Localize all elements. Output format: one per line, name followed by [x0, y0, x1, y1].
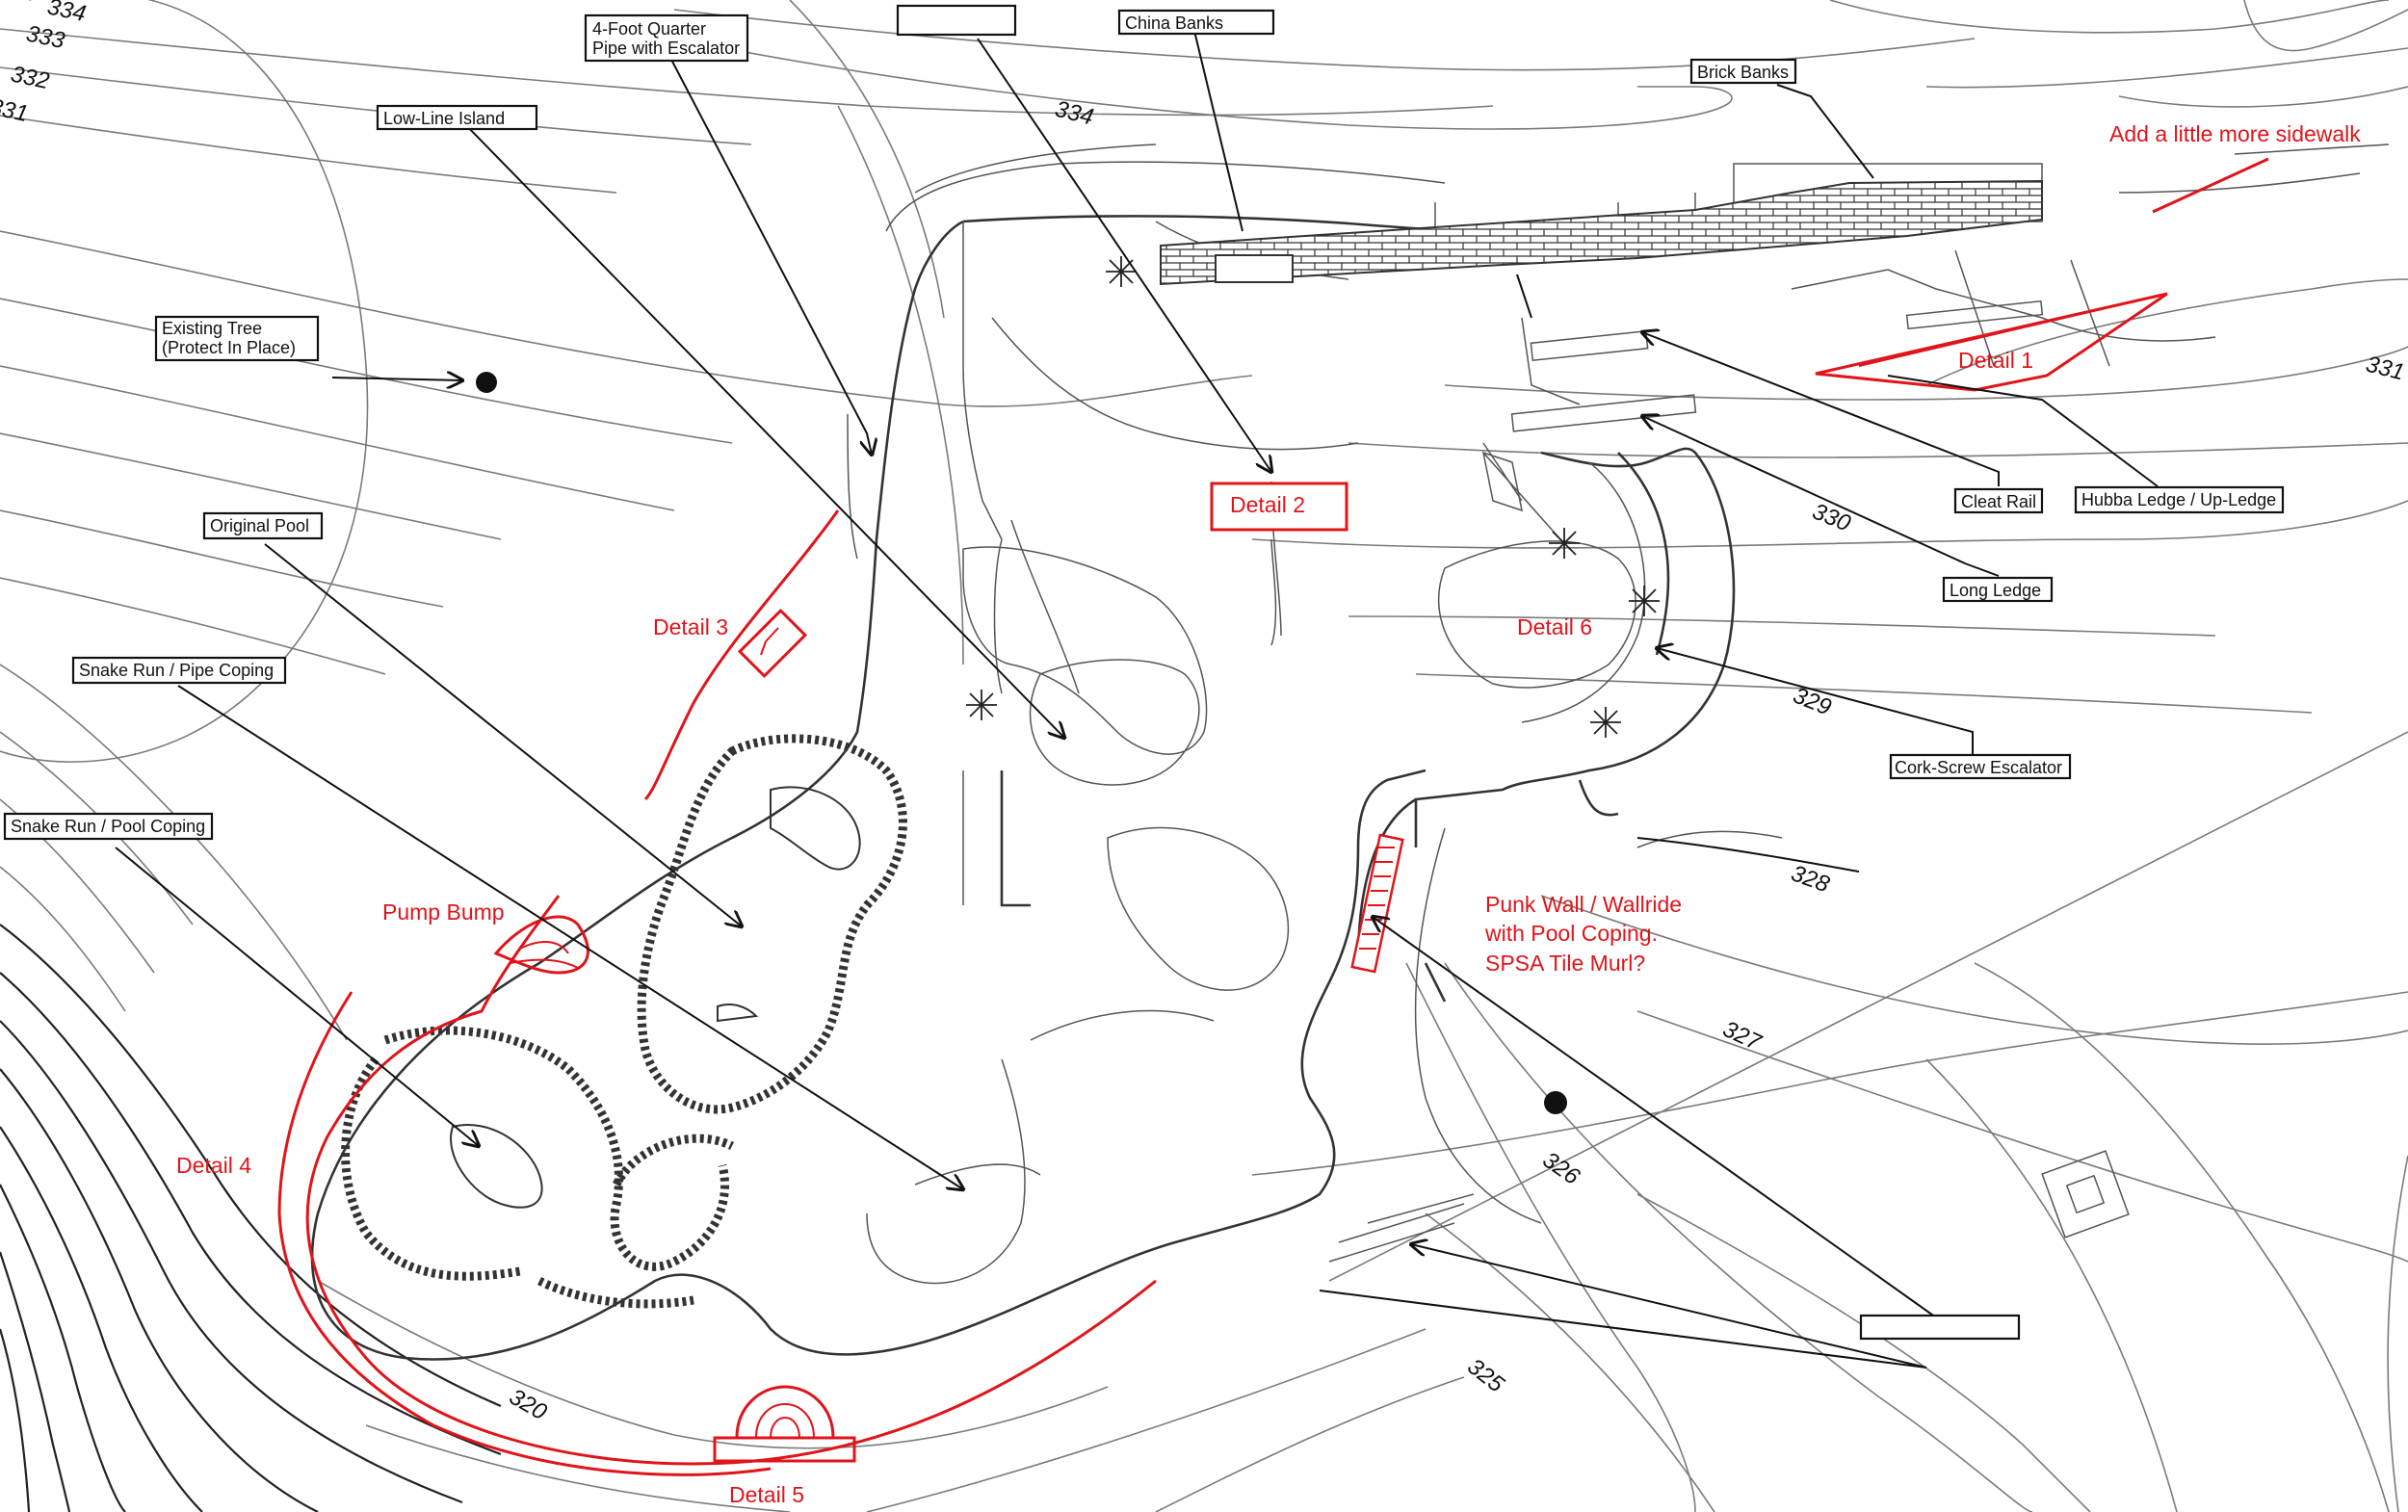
- callout-hubba-ledge: Hubba Ledge / Up-Ledge: [2074, 485, 2285, 514]
- callout-snake-run-pipe-text: Snake Run / Pipe Coping: [79, 661, 274, 680]
- callout-corkscrew: Cork-Screw Escalator: [1889, 753, 2072, 780]
- note-detail6: Detail 6: [1517, 614, 1592, 639]
- elev-326: 326: [1538, 1147, 1585, 1190]
- note-pump-bump: Pump Bump: [382, 899, 505, 925]
- elev-331-left: 331: [0, 93, 31, 127]
- elev-325: 325: [1462, 1353, 1509, 1397]
- callout-corkscrew-text: Cork-Screw Escalator: [1895, 758, 2062, 777]
- blank-label-top: [896, 4, 1017, 37]
- callout-quarter-pipe-line1: 4-Foot Quarter: [592, 19, 706, 39]
- existing-tree-icon: [476, 372, 497, 393]
- callout-china-banks-text: China Banks: [1125, 13, 1223, 33]
- callout-brick-banks: Brick Banks: [1689, 58, 1797, 85]
- callout-original-pool: Original Pool: [202, 511, 324, 540]
- callout-cleat-rail-text: Cleat Rail: [1961, 492, 2036, 511]
- note-detail1: Detail 1: [1958, 348, 2033, 373]
- elev-331-right: 331: [2364, 352, 2407, 386]
- elev-327: 327: [1718, 1016, 1766, 1056]
- trees: [476, 256, 2130, 1238]
- callout-hubba-ledge-text: Hubba Ledge / Up-Ledge: [2081, 490, 2276, 509]
- elevation-labels: 334 333 332 331 334 331 330 329 328 327 …: [0, 0, 2407, 1426]
- callout-snake-run-pool-text: Snake Run / Pool Coping: [11, 817, 205, 836]
- original-pool: [637, 734, 907, 1114]
- note-detail5: Detail 5: [729, 1482, 804, 1507]
- elev-334-top: 334: [45, 0, 89, 27]
- note-detail4: Detail 4: [176, 1153, 251, 1178]
- blank-label-bottom: [1859, 1314, 2021, 1341]
- callout-low-line-island: Low-Line Island: [376, 104, 538, 131]
- note-detail3: Detail 3: [653, 614, 728, 639]
- callout-china-banks: China Banks: [1117, 9, 1275, 36]
- elev-334: 334: [1053, 96, 1096, 131]
- callout-cleat-rail: Cleat Rail: [1953, 487, 2044, 514]
- callout-quarter-pipe-line2: Pipe with Escalator: [592, 39, 740, 58]
- elev-332: 332: [9, 61, 52, 94]
- note-punk-wall-line2: with Pool Coping.: [1484, 921, 1658, 946]
- callout-snake-run-pipe: Snake Run / Pipe Coping: [71, 656, 287, 685]
- callout-snake-run-pool: Snake Run / Pool Coping: [3, 812, 214, 841]
- leader-lines: [115, 30, 2159, 1369]
- elev-330: 330: [1809, 499, 1855, 537]
- brick-banks: [1160, 179, 2043, 286]
- snake-run: [341, 1026, 735, 1309]
- note-punk-wall-line3: SPSA Tile Murl?: [1485, 951, 1645, 976]
- callout-existing-tree-line2: (Protect In Place): [162, 338, 296, 357]
- skatepark-outline: [310, 143, 2390, 1361]
- callout-existing-tree: Existing Tree (Protect In Place): [154, 315, 320, 362]
- elev-320: 320: [505, 1384, 552, 1426]
- shrub-icons: [966, 256, 1660, 738]
- callout-quarter-pipe: 4-Foot Quarter Pipe with Escalator: [584, 13, 749, 63]
- note-detail2: Detail 2: [1230, 492, 1305, 517]
- elev-333: 333: [24, 20, 67, 54]
- callout-existing-tree-line1: Existing Tree: [162, 319, 262, 338]
- callout-original-pool-text: Original Pool: [210, 516, 309, 535]
- callout-low-line-island-text: Low-Line Island: [383, 109, 505, 128]
- note-punk-wall-line1: Punk Wall / Wallride: [1485, 892, 1682, 917]
- callout-brick-banks-text: Brick Banks: [1697, 63, 1789, 82]
- callout-long-ledge: Long Ledge: [1942, 576, 2054, 603]
- callout-long-ledge-text: Long Ledge: [1950, 581, 2041, 600]
- note-sidewalk: Add a little more sidewalk: [2109, 121, 2361, 146]
- red-markup: [277, 157, 2269, 1476]
- elev-329: 329: [1790, 683, 1835, 721]
- tree-icon: [1544, 1091, 1567, 1114]
- monument-icon: [2041, 1150, 2130, 1238]
